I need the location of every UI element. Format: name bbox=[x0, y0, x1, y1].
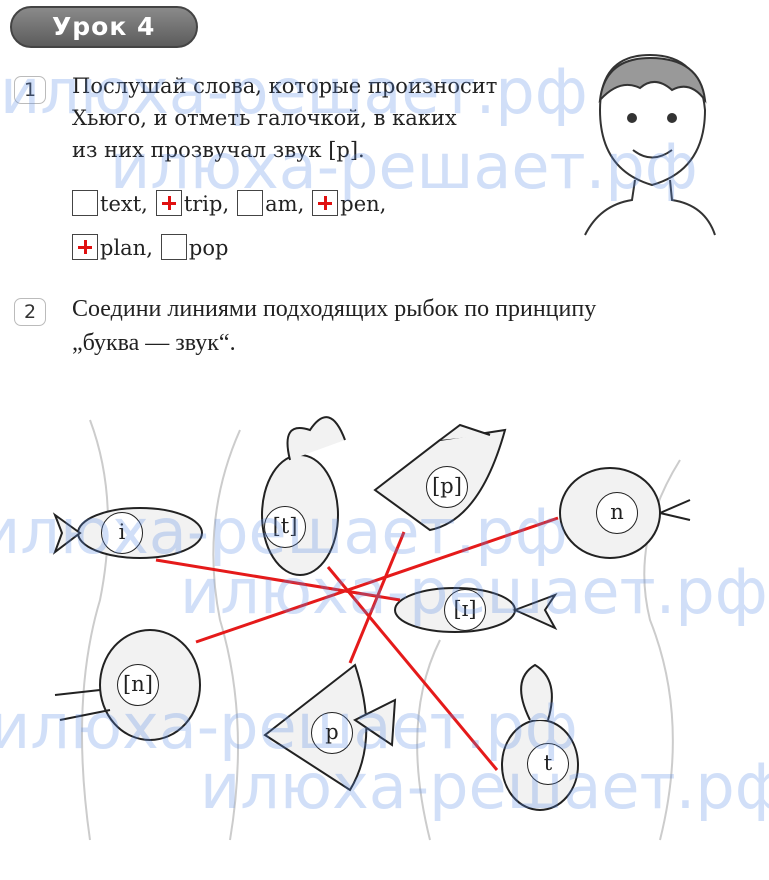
option-label: pop bbox=[188, 236, 229, 260]
line-t-to-t bbox=[326, 566, 499, 771]
checkbox-checked[interactable] bbox=[72, 234, 98, 260]
checkbox[interactable] bbox=[160, 234, 187, 260]
fish-label-n-sound[interactable]: [n] bbox=[117, 664, 159, 706]
option-label: plan, bbox=[100, 236, 153, 260]
line-n-to-n bbox=[195, 516, 559, 644]
fish-label-t[interactable]: t bbox=[527, 743, 569, 785]
fish-label-t-sound[interactable]: [t] bbox=[264, 506, 306, 548]
fish-label-p-sound[interactable]: [p] bbox=[426, 466, 468, 508]
option-plan[interactable]: plan, bbox=[72, 234, 153, 260]
fish-label-i[interactable]: i bbox=[101, 512, 143, 554]
option-label: trip, bbox=[183, 192, 230, 216]
lesson-title: Урок 4 bbox=[52, 12, 156, 41]
line-p-to-p bbox=[348, 531, 406, 664]
task-1-text-line: Послушай слова, которые произносит bbox=[72, 74, 498, 98]
checkbox-checked[interactable] bbox=[312, 190, 339, 216]
lesson-header: Урок 4 bbox=[10, 6, 198, 48]
boy-illustration bbox=[584, 53, 716, 236]
option-text[interactable]: text, bbox=[72, 190, 148, 216]
fish-label-n[interactable]: n bbox=[596, 492, 638, 534]
task-1-text-line: из них прозвучал звук [р]. bbox=[72, 138, 365, 162]
line-i-to-ɪ bbox=[155, 558, 401, 602]
task-2-text-line: Соедини линиями подходящих рыбок по прин… bbox=[72, 296, 597, 322]
option-trip[interactable]: trip, bbox=[155, 190, 230, 216]
answer-lines bbox=[155, 516, 559, 771]
fish-bodies bbox=[52, 416, 691, 811]
fish-label-i-sound[interactable]: [ɪ] bbox=[444, 589, 486, 631]
option-pen[interactable]: pen, bbox=[312, 190, 386, 216]
checkbox-checked[interactable] bbox=[155, 190, 182, 216]
task-1-text-line: Хьюго, и отметь галочкой, в каких bbox=[72, 106, 457, 130]
checkbox[interactable] bbox=[237, 190, 264, 216]
option-label: am, bbox=[265, 192, 305, 216]
option-label: pen, bbox=[340, 192, 387, 216]
task-2-number: 2 bbox=[14, 298, 46, 326]
fish-label-p[interactable]: p bbox=[311, 712, 353, 754]
option-label: text, bbox=[100, 192, 148, 216]
option-pop[interactable]: pop bbox=[160, 234, 229, 260]
option-am[interactable]: am, bbox=[237, 190, 304, 216]
task-1-number: 1 bbox=[14, 76, 46, 104]
checkbox[interactable] bbox=[72, 190, 98, 216]
task-2-text-line: „буква — звук“. bbox=[72, 330, 236, 356]
